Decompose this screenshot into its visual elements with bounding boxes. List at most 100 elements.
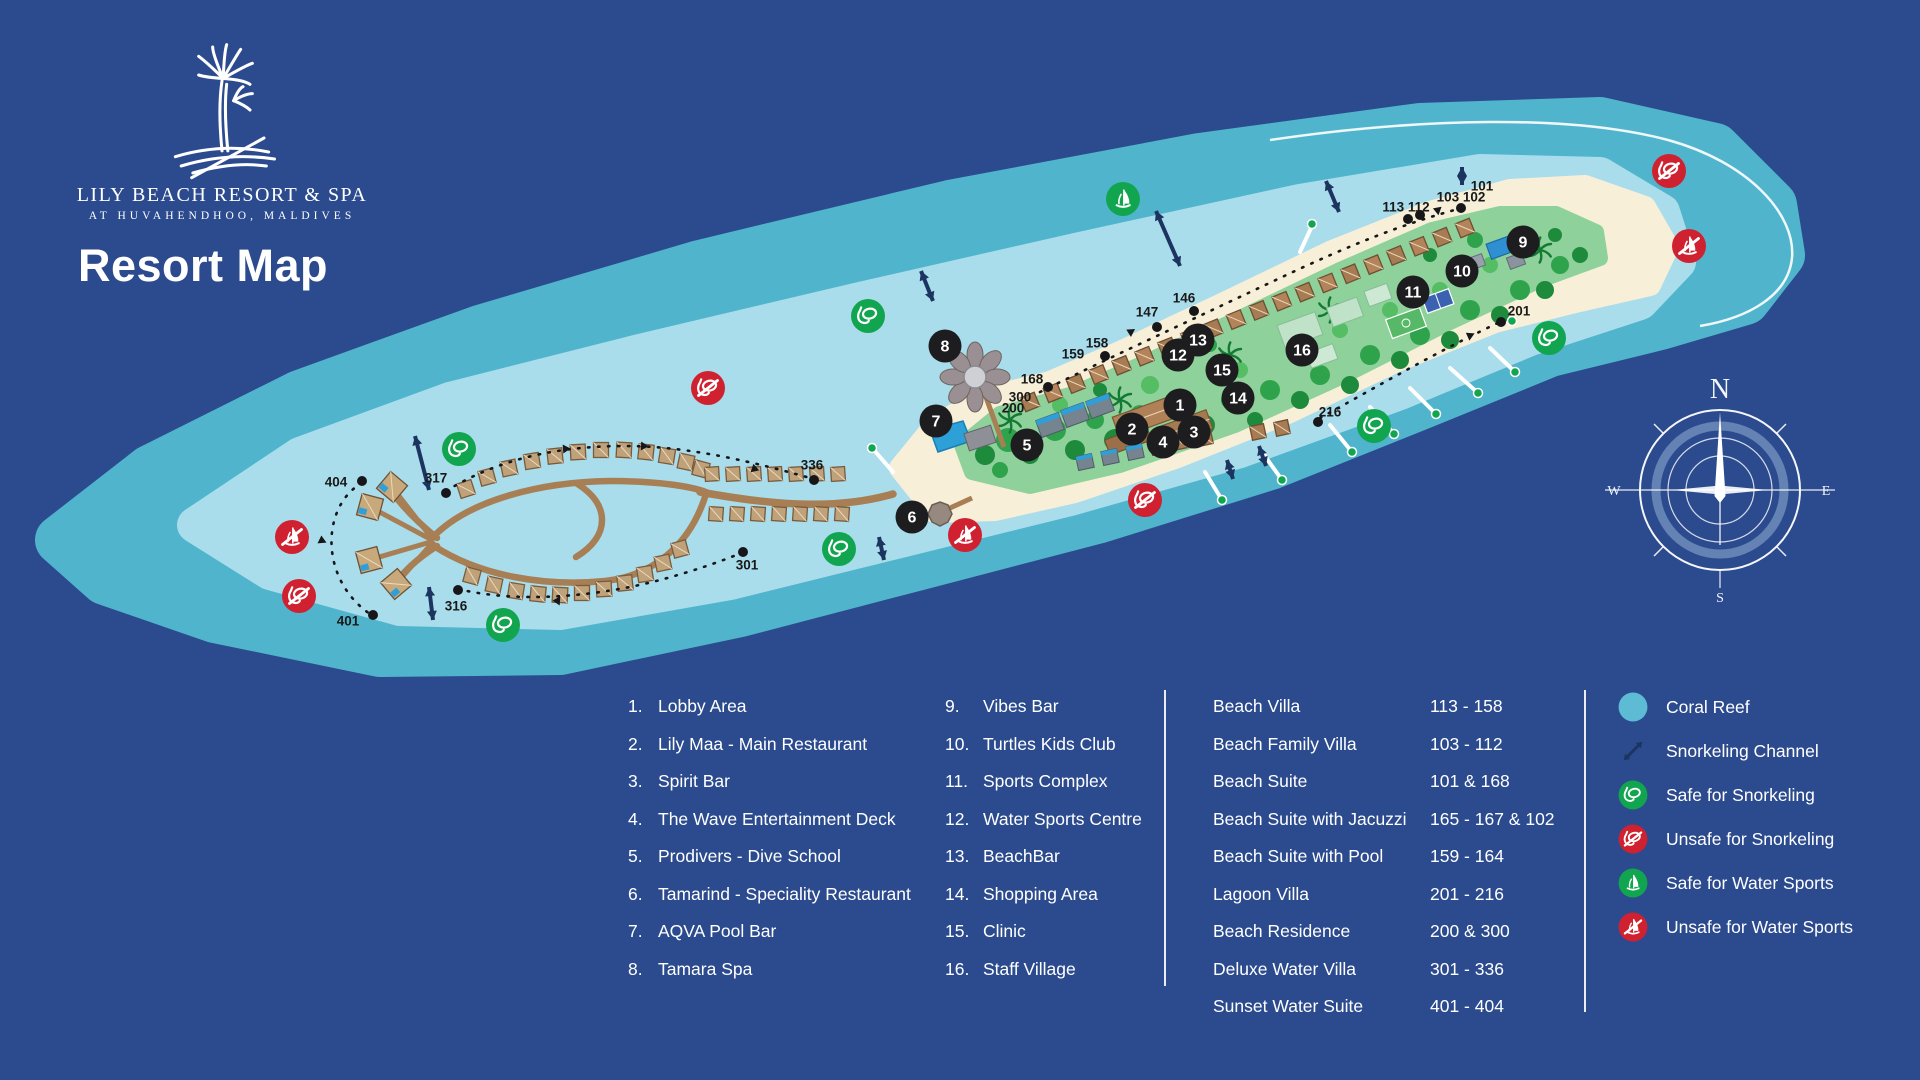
- villa-number-label: 159: [1062, 347, 1085, 362]
- beach-villa: [1408, 235, 1430, 257]
- water-villa: [462, 566, 482, 586]
- facility-number: 8.: [628, 958, 643, 979]
- beach-villa: [1271, 290, 1293, 312]
- water-villa: [477, 467, 497, 487]
- route-arrowhead: [552, 596, 561, 606]
- snorkeling-channel-icon: [1224, 459, 1236, 480]
- villa-range-label: 165 - 167 & 102: [1430, 808, 1555, 829]
- route-arrowhead: [562, 444, 571, 454]
- tree: [1460, 300, 1480, 320]
- palm-tree-logo-icon: [173, 43, 277, 180]
- map-marker-15: 15: [1205, 353, 1239, 387]
- map-icon-unsafe-watersports: [275, 520, 309, 554]
- sunset-water-suite: [354, 545, 384, 575]
- legend-facility-item: 1.Lobby Area: [628, 688, 911, 726]
- legend-facility-item: 13.BeachBar: [945, 838, 1142, 876]
- route-dot: [1415, 210, 1425, 220]
- snorkeling-routes: [330, 207, 1502, 616]
- villa-number-label: 317: [425, 471, 448, 486]
- tree: [975, 445, 995, 465]
- facility-label: Vibes Bar: [983, 696, 1059, 717]
- facility-number: 9.: [945, 696, 960, 717]
- resort-name: LILY BEACH RESORT & SPA: [76, 184, 368, 206]
- legend-facility-item: 7. AQVA Pool Bar: [628, 913, 911, 951]
- legend-symbol-item: Coral Reef: [1616, 685, 1853, 729]
- facility-label: Tamara Spa: [658, 958, 753, 979]
- villa-number-label: 147: [1136, 305, 1159, 320]
- route-arrowhead: [317, 535, 327, 544]
- villa-type-label: Beach Villa: [1213, 696, 1301, 717]
- villa-number-label: 158: [1086, 336, 1109, 351]
- villa-type-label: Beach Suite with Jacuzzi: [1213, 808, 1407, 829]
- villa-pier-dot: [1509, 366, 1521, 378]
- legend-facility-item: 14.Shopping Area: [945, 876, 1142, 914]
- water-villa: [635, 564, 655, 584]
- route-dot: [1152, 322, 1162, 332]
- sunset-water-suite: [355, 492, 385, 522]
- legend-facility-item: 6.Tamarind - Speciality Restaurant: [628, 876, 911, 914]
- water-villa: [595, 580, 613, 598]
- legend-facility-item: 9. Vibes Bar: [945, 688, 1142, 726]
- symbol-label: Coral Reef: [1666, 696, 1750, 717]
- villa-number-label: 401: [337, 614, 360, 629]
- facility-number: 7.: [628, 921, 643, 942]
- svg-text:15: 15: [1213, 363, 1231, 380]
- legend-symbol-item: Unsafe for Water Sports: [1616, 905, 1853, 949]
- water-villa: [707, 505, 725, 523]
- facility-label: The Wave Entertainment Deck: [658, 808, 896, 829]
- snorkeling-channel-icon: [1324, 180, 1341, 213]
- page-title: Resort Map: [78, 240, 329, 291]
- facility-number: 15.: [945, 921, 970, 942]
- svg-text:1: 1: [1176, 398, 1185, 415]
- water-villa: [529, 585, 547, 603]
- facility-label: AQVA Pool Bar: [658, 921, 777, 942]
- beach-residence-block: [1075, 452, 1095, 472]
- legend-divider-1: [1164, 690, 1166, 986]
- beach-villa: [1362, 254, 1385, 276]
- facility-label: Staff Village: [983, 958, 1076, 979]
- route-dot: [1100, 351, 1110, 361]
- villa-range-label: 200 & 300: [1430, 921, 1510, 942]
- villa-number-label: 301: [736, 558, 759, 573]
- water-villa: [676, 452, 696, 472]
- water-villa: [703, 465, 721, 483]
- route-arrowhead: [1126, 328, 1136, 338]
- villa-number-label: 146: [1173, 291, 1196, 306]
- route-dot: [357, 476, 367, 486]
- map-icon-safe-snorkeling: [486, 608, 520, 642]
- villa-number-label: 101: [1471, 179, 1494, 194]
- route-arrowhead: [1432, 206, 1442, 216]
- map-marker-7: 7: [919, 404, 953, 438]
- legend-villa-item: Beach Residence 200 & 300: [1213, 913, 1510, 951]
- villa-range-label: 103 - 112: [1430, 733, 1503, 754]
- villa-type-label: Beach Residence: [1213, 921, 1351, 942]
- villa-number-label: 103 102: [1437, 190, 1486, 205]
- symbol-label: Safe for Water Sports: [1666, 872, 1834, 893]
- compass-needle: [1714, 412, 1726, 503]
- tree: [1572, 247, 1588, 263]
- facility-number: 14.: [945, 883, 970, 904]
- facility-label: Water Sports Centre: [983, 808, 1142, 829]
- beach-villa: [1294, 281, 1316, 303]
- safe-watersports-icon: [1616, 866, 1650, 900]
- route-arrows: [317, 206, 1475, 606]
- water-villa: [833, 505, 851, 523]
- legend-facility-item: 12.Water Sports Centre: [945, 801, 1142, 839]
- tree: [1382, 302, 1398, 318]
- route-arrowhead: [1465, 332, 1475, 341]
- legend-facility-item: 16.Staff Village: [945, 951, 1142, 989]
- water-villa: [749, 505, 767, 523]
- map-marker-3: 3: [1177, 415, 1211, 449]
- villa-pier-dot: [1472, 387, 1484, 399]
- water-villa: [829, 465, 847, 483]
- beach-villa: [1248, 422, 1268, 442]
- symbol-label: Unsafe for Snorkeling: [1666, 828, 1835, 849]
- palm-tree: [1107, 386, 1133, 414]
- tree: [1548, 228, 1562, 242]
- map-icon-unsafe-snorkeling: [1128, 483, 1162, 517]
- map-marker-4: 4: [1146, 425, 1180, 459]
- beach-residence-block: [1125, 442, 1145, 462]
- water-villa: [728, 505, 746, 523]
